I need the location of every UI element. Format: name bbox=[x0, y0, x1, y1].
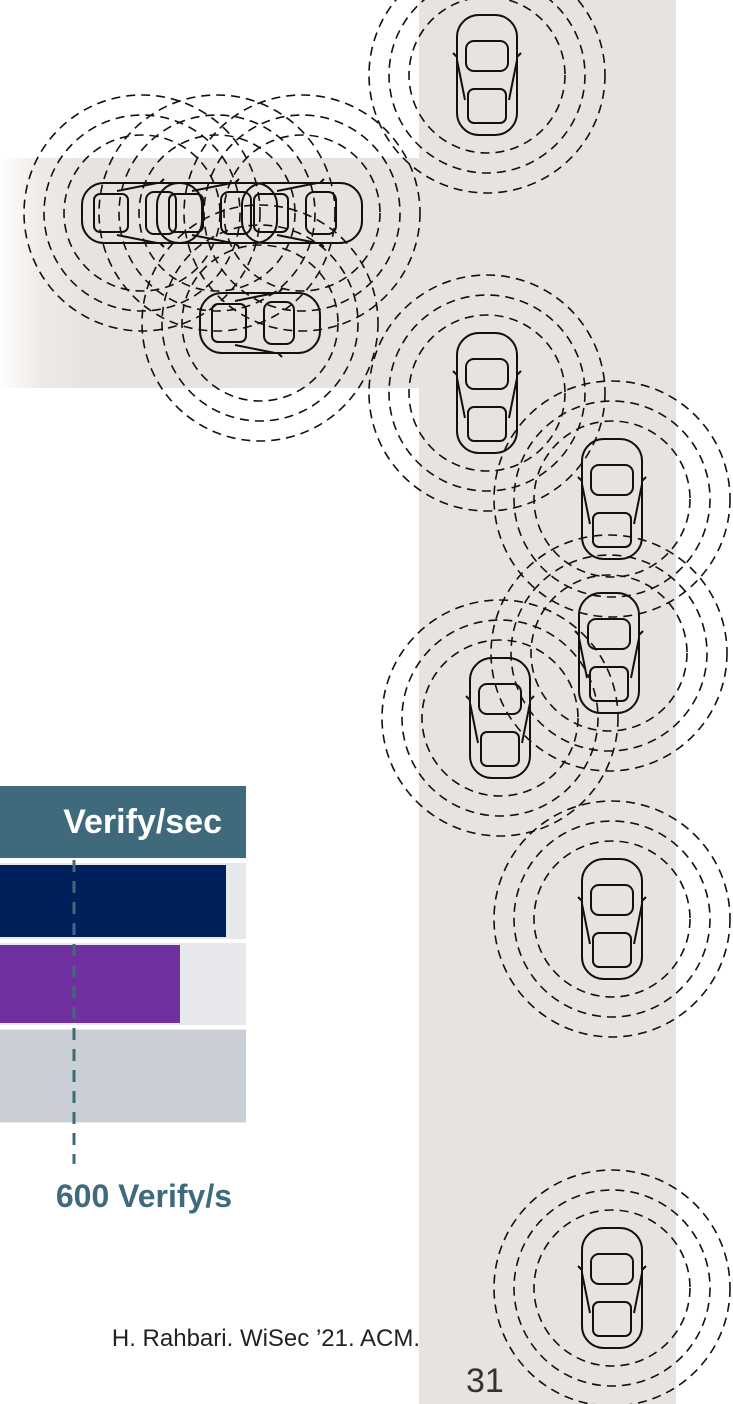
bar-row-3 bbox=[0, 1030, 246, 1122]
signal-ring-icon bbox=[513, 1189, 711, 1387]
car-icon bbox=[577, 858, 647, 980]
car-icon bbox=[574, 592, 644, 714]
signal-ring-icon bbox=[138, 134, 296, 292]
road-background-vertical bbox=[419, 0, 676, 1404]
signal-ring-icon bbox=[533, 1209, 691, 1367]
threshold-label: 600 Verify/s bbox=[55, 1178, 232, 1214]
citation: H. Rahbari. WiSec ’21. ACM. bbox=[111, 1325, 420, 1352]
signal-ring-icon bbox=[381, 599, 619, 837]
signal-ring-icon bbox=[421, 639, 579, 797]
bar-row-2 bbox=[0, 945, 180, 1023]
signal-ring-icon bbox=[401, 619, 599, 817]
signal-ring-icon bbox=[203, 114, 401, 312]
signal-ring-icon bbox=[368, 274, 606, 512]
car-icon bbox=[452, 332, 522, 454]
car-icon bbox=[452, 14, 522, 136]
signal-ring-icon bbox=[493, 1169, 731, 1404]
page-number: 31 bbox=[466, 1362, 504, 1400]
bar-row-1 bbox=[0, 865, 226, 937]
signal-ring-icon bbox=[513, 820, 711, 1018]
signal-ring-icon bbox=[388, 0, 586, 174]
car-icon bbox=[577, 1227, 647, 1349]
car-icon bbox=[241, 178, 363, 248]
table-header-verify-per-sec: Verify/sec bbox=[0, 786, 246, 858]
signal-ring-icon bbox=[388, 294, 586, 492]
signal-ring-icon bbox=[513, 400, 711, 598]
signal-ring-icon bbox=[223, 134, 381, 292]
car-icon bbox=[81, 178, 203, 248]
signal-ring-icon bbox=[530, 574, 688, 732]
signal-ring-icon bbox=[161, 224, 359, 422]
car-icon bbox=[199, 288, 321, 358]
signal-ring-icon bbox=[490, 534, 728, 772]
signal-ring-icon bbox=[493, 800, 731, 1038]
signal-ring-icon bbox=[510, 554, 708, 752]
car-icon bbox=[577, 438, 647, 560]
car-icon bbox=[465, 657, 535, 779]
signal-ring-icon bbox=[43, 114, 241, 312]
signal-ring-icon bbox=[368, 0, 606, 194]
signal-ring-icon bbox=[408, 314, 566, 472]
signal-ring-icon bbox=[181, 244, 339, 402]
signal-ring-icon bbox=[493, 380, 731, 618]
signal-ring-icon bbox=[533, 840, 691, 998]
signal-ring-icon bbox=[118, 114, 316, 312]
signal-ring-icon bbox=[141, 204, 379, 442]
table-header-label: Verify/sec bbox=[63, 802, 222, 841]
signal-ring-icon bbox=[408, 0, 566, 154]
signal-ring-icon bbox=[533, 420, 691, 578]
signal-ring-icon bbox=[183, 94, 421, 332]
